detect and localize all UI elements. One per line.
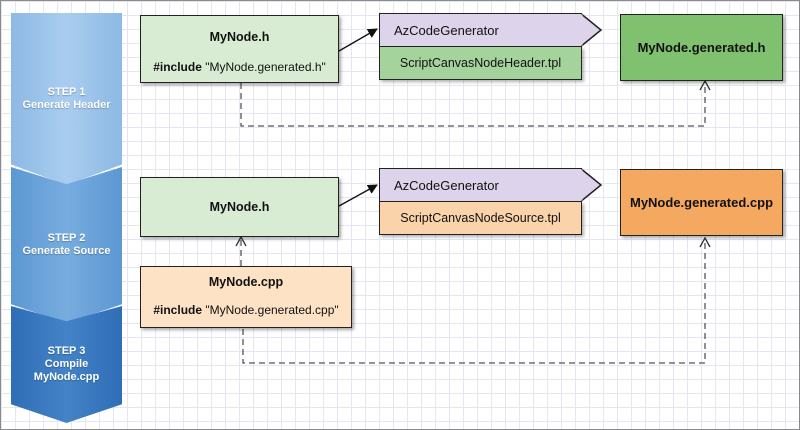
template-box-source: ScriptCanvasNodeSource.tpl xyxy=(379,202,582,235)
template-source-name: ScriptCanvasNodeSource.tpl xyxy=(400,211,561,225)
step-1-label: STEP 1 xyxy=(47,86,86,98)
header-file-title: MyNode.h xyxy=(209,30,270,44)
source-file-title: MyNode.cpp xyxy=(208,275,284,289)
template-box-header: ScriptCanvasNodeHeader.tpl xyxy=(379,47,582,80)
source-file-box: MyNode.cpp #include "MyNode.generated.cp… xyxy=(140,266,352,328)
step-2-label: STEP 2 xyxy=(47,232,86,244)
include-directive-cpp: #include "MyNode.generated.cpp" xyxy=(141,303,351,317)
arrow-header-to-generator-2 xyxy=(338,184,378,207)
step-1-chevron: STEP 1 Generate Header xyxy=(11,13,122,185)
generator-arrow-tip-icon xyxy=(581,13,603,47)
include-keyword-cpp: #include xyxy=(153,303,203,317)
generator-arrow-tip-icon xyxy=(581,168,603,202)
code-generator-label-step2: AzCodeGenerator xyxy=(379,168,582,202)
header-file-title-step2: MyNode.h xyxy=(209,200,270,214)
header-file-box-step1: MyNode.h #include "MyNode.generated.h" xyxy=(140,15,339,83)
include-target-cpp: "MyNode.generated.cpp" xyxy=(202,303,339,317)
step-2-chevron: STEP 2 Generate Source xyxy=(11,167,122,323)
dashed-arrow-to-generated-h xyxy=(240,79,711,127)
step-2-description: Generate Source xyxy=(22,245,111,257)
step-3-description: Compile xyxy=(44,358,89,370)
include-keyword: #include xyxy=(153,60,202,74)
step-1-description: Generate Header xyxy=(22,99,111,111)
step-3-label: STEP 3 xyxy=(47,345,86,357)
output-generated-source-label: MyNode.generated.cpp xyxy=(629,195,774,210)
header-file-box-step2: MyNode.h xyxy=(140,177,339,237)
code-generator-text: AzCodeGenerator xyxy=(394,22,499,38)
code-generator-text-step2: AzCodeGenerator xyxy=(394,177,499,193)
code-generator-label-step1: AzCodeGenerator xyxy=(379,13,582,47)
output-generated-source: MyNode.generated.cpp xyxy=(620,169,783,236)
arrow-header-to-generator-1 xyxy=(338,28,378,52)
step-3-chevron: STEP 3 Compile MyNode.cpp xyxy=(11,306,122,423)
include-directive: #include "MyNode.generated.h" xyxy=(141,60,338,74)
include-target: "MyNode.generated.h" xyxy=(201,60,326,74)
output-generated-header-label: MyNode.generated.h xyxy=(637,40,766,55)
template-header-name: ScriptCanvasNodeHeader.tpl xyxy=(399,56,562,70)
step-3-target: MyNode.cpp xyxy=(33,371,100,383)
output-generated-header: MyNode.generated.h xyxy=(620,14,783,81)
